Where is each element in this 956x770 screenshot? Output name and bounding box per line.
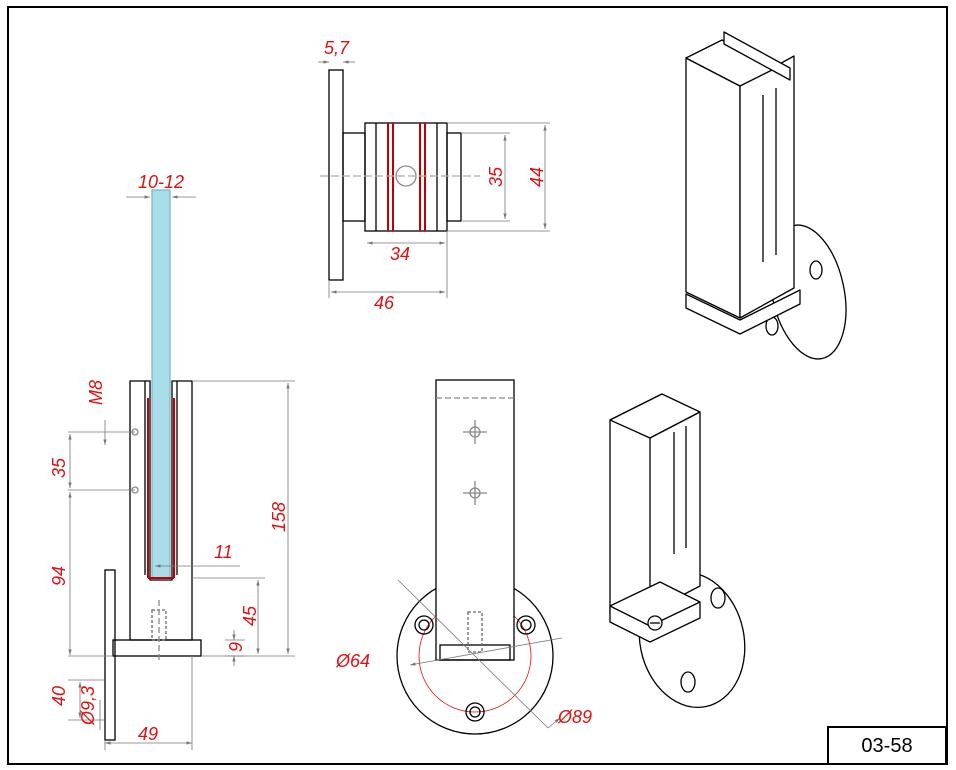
top-clamp-body (364, 122, 448, 232)
base-plate (112, 639, 202, 657)
slot-bottom-label: 11 (214, 542, 233, 562)
total-height-label: 158 (269, 502, 289, 532)
top-view (320, 69, 480, 281)
front-view-dimensions (397, 579, 563, 729)
glass-pane (151, 189, 171, 579)
drawing-frame (7, 6, 948, 765)
side-view (104, 189, 202, 741)
top-flange-plate (328, 69, 344, 281)
front-view (396, 379, 554, 735)
flange-hole-bottom (465, 702, 485, 722)
body-width-label: 34 (390, 244, 410, 264)
flange-plate (104, 569, 116, 741)
thread-label: M8 (86, 380, 106, 405)
top-view-dimensions (318, 60, 550, 298)
pcd-label: Ø64 (335, 651, 370, 671)
inner-height-label: 35 (486, 166, 506, 187)
flange-hole-left (414, 615, 434, 635)
outer-height-label: 44 (527, 167, 547, 187)
iso1-clamp-body (685, 57, 741, 319)
flange-plate-label: 5,7 (324, 38, 350, 58)
height-to-bolt-label: 94 (49, 566, 69, 586)
lower-height-label: 45 (240, 605, 260, 626)
flange-offset-label: 40 (49, 686, 69, 706)
drawing-number: 03-58 (861, 735, 912, 757)
iso1-base (685, 289, 801, 335)
hole-diameter-label: Ø9,3 (78, 686, 98, 726)
isometric-view-top (685, 31, 847, 360)
projection-label: 49 (138, 724, 158, 744)
title-block: 03-58 (827, 726, 947, 765)
flange-hole-right (516, 615, 536, 635)
bolt-spacing-label: 35 (49, 457, 69, 478)
glass-thickness-label: 10-12 (138, 172, 184, 192)
base-thickness-label: 9 (226, 642, 246, 652)
flange-diameter-label: Ø89 (557, 707, 592, 727)
side-view-dimensions (68, 195, 295, 750)
isometric-view-bottom (609, 393, 746, 709)
overall-depth-label: 46 (374, 293, 395, 313)
